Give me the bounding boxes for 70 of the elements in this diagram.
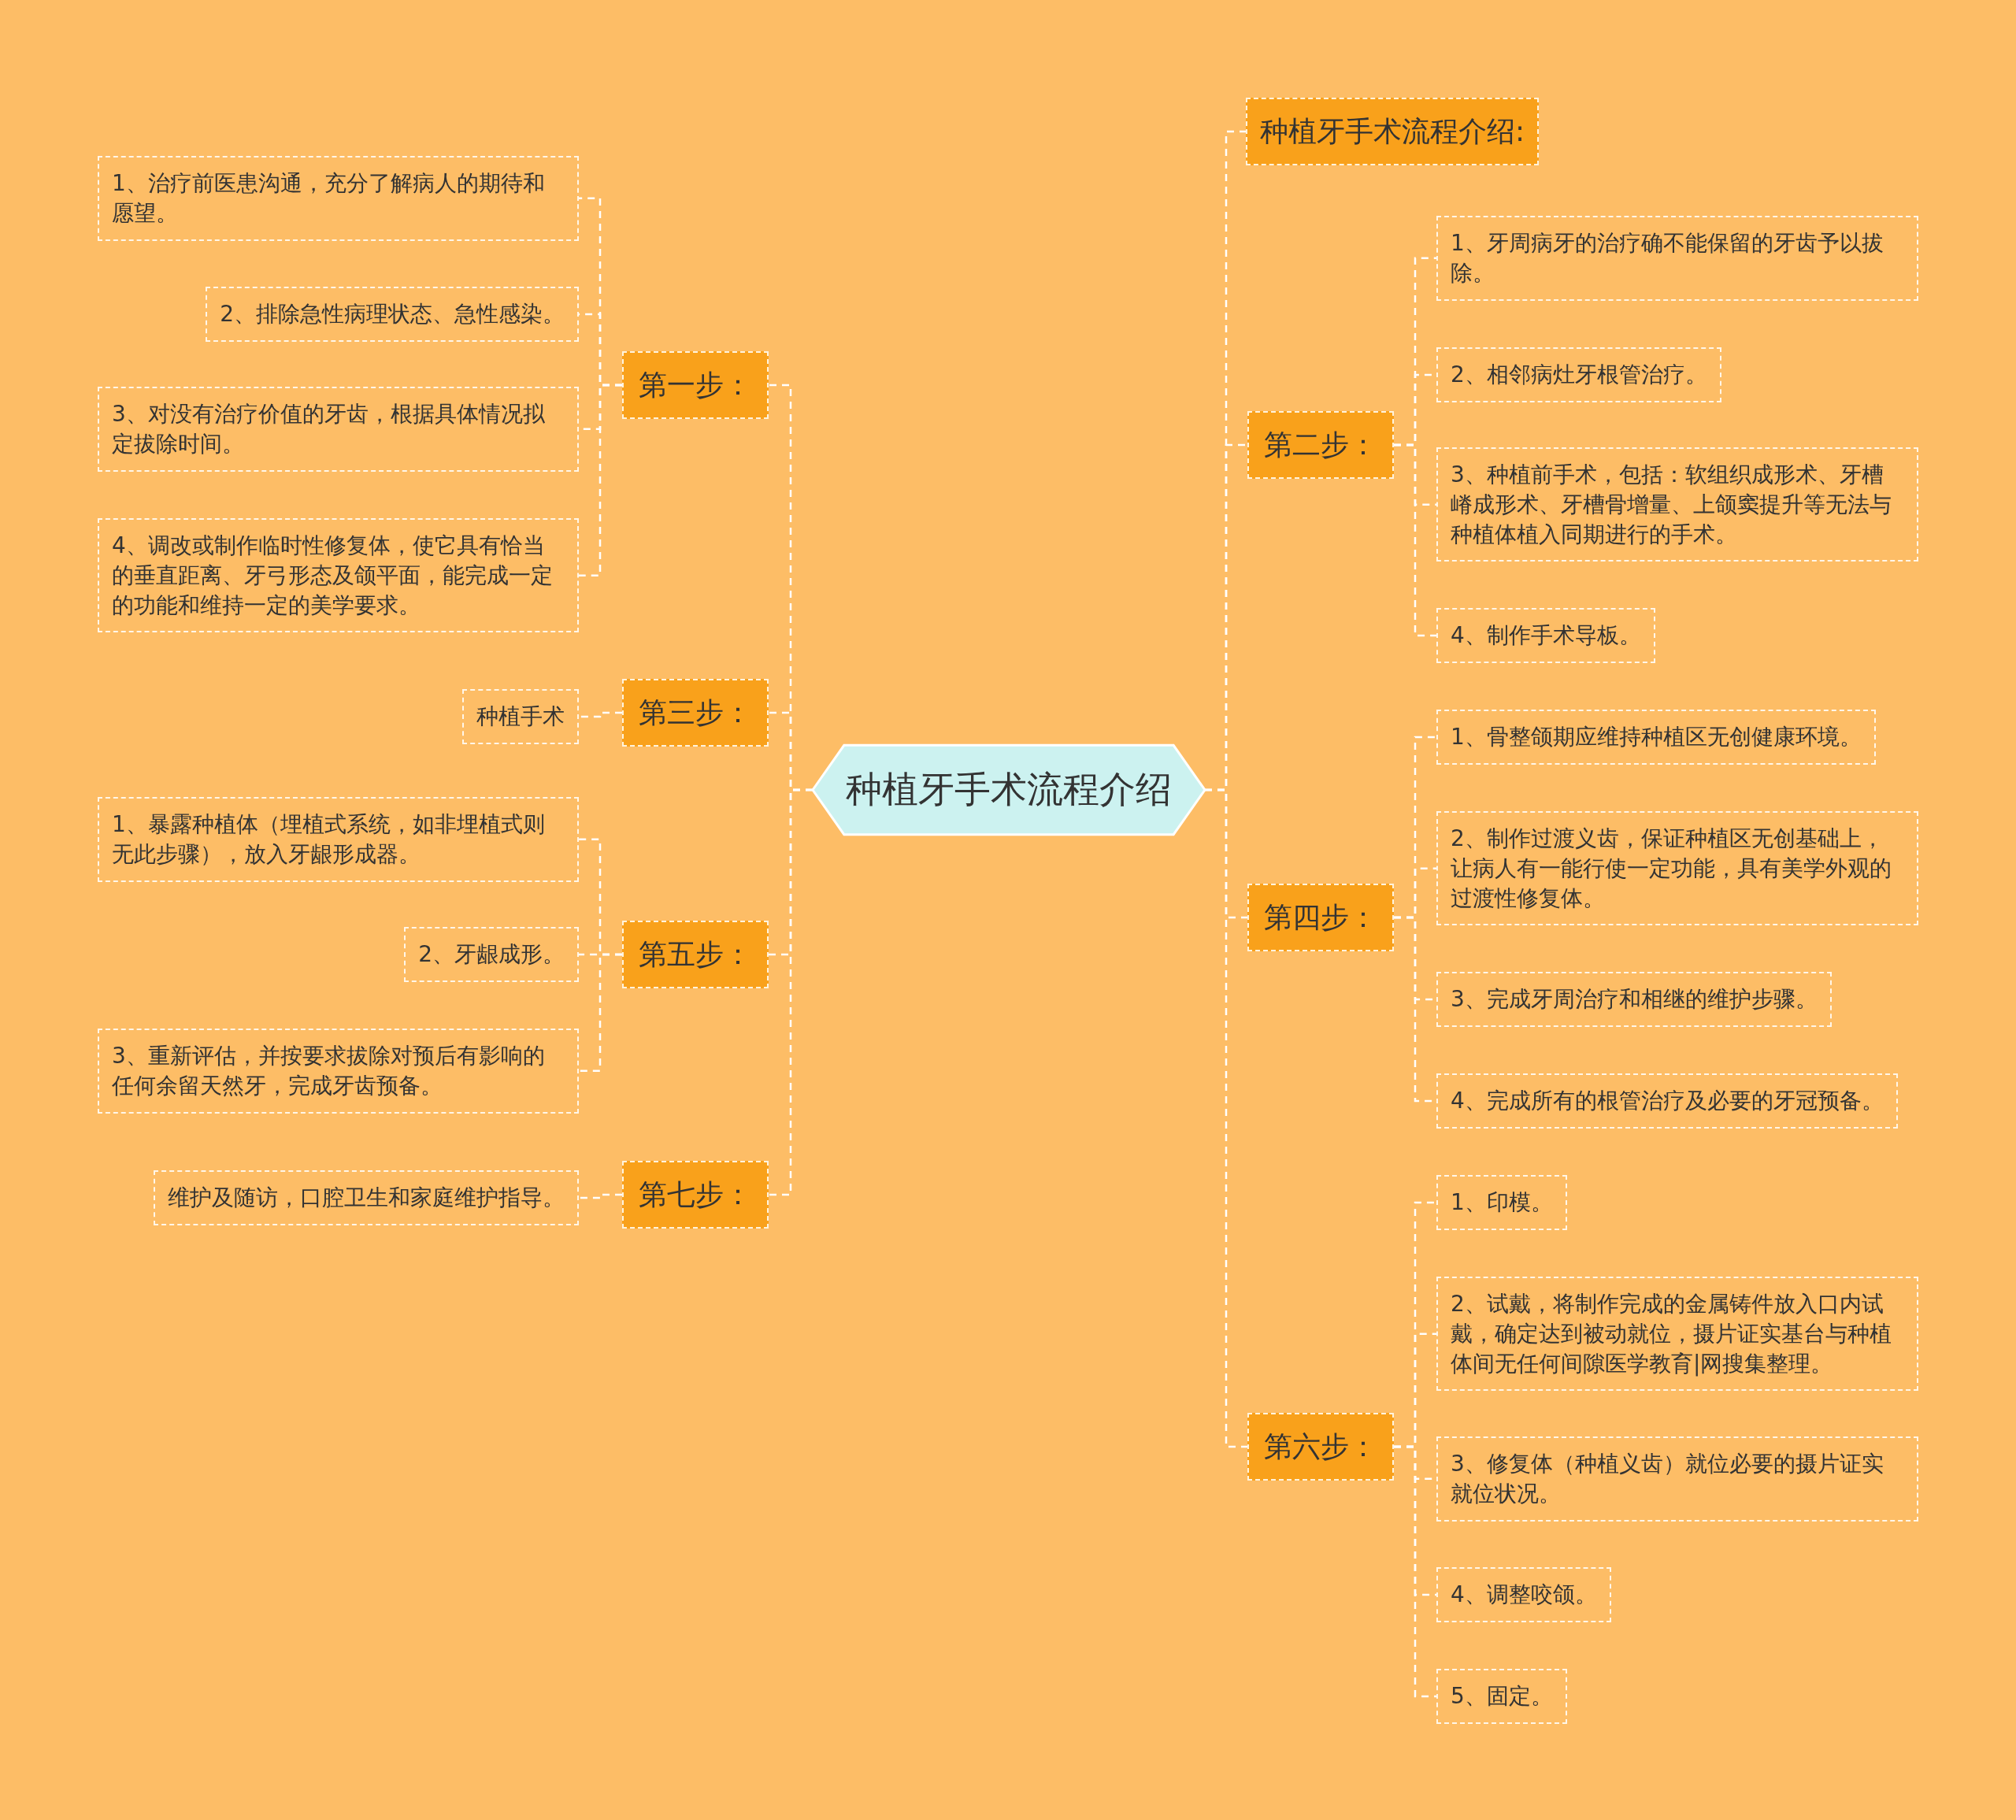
detail-text: 1、骨整颌期应维持种植区无创健康环境。 (1451, 723, 1862, 751)
detail-box (1436, 972, 1832, 1027)
detail-text: 1、牙周病牙的治疗确不能保留的牙齿予以拔除。 (1451, 229, 1884, 287)
detail-text: 1、治疗前医患沟通，充分了解病人的期待和愿望。 (112, 169, 546, 228)
detail-box (1436, 216, 1918, 301)
central-topic-hexagon (813, 743, 1205, 836)
detail-text: 4、调整咬颌。 (1451, 1581, 1597, 1609)
detail-text: 4、完成所有的根管治疗及必要的牙冠预备。 (1451, 1087, 1884, 1115)
step-box (1247, 411, 1394, 479)
step-text: 第四步： (1264, 899, 1377, 935)
step-text: 第二步： (1264, 427, 1377, 462)
detail-box (98, 156, 579, 241)
detail-box (1436, 1175, 1567, 1230)
detail-box (154, 1170, 579, 1225)
step-box (1247, 1413, 1394, 1481)
detail-box (1436, 1277, 1918, 1392)
detail-box (1436, 447, 1918, 562)
detail-box (98, 1029, 579, 1114)
step-text: 第三步： (639, 695, 752, 730)
step-text: 第一步： (639, 367, 752, 402)
detail-text: 3、完成牙周治疗和相继的维护步骤。 (1451, 985, 1818, 1014)
detail-box (98, 797, 579, 882)
detail-text: 2、试戴，将制作完成的金属铸件放入口内试戴，确定达到被动就位，摄片证实基台与种植体间无任何间隙医学教育|网搜集整理。 (1451, 1290, 1892, 1378)
connector-line (579, 384, 622, 576)
detail-text: 4、制作手术导板。 (1451, 621, 1641, 650)
detail-text: 3、重新评估，并按要求拔除对预后有影响的任何余留天然牙，完成牙齿预备。 (112, 1042, 546, 1100)
detail-box (1436, 710, 1876, 765)
step-box (622, 351, 769, 419)
detail-box (1436, 1436, 1918, 1522)
detail-box (1436, 811, 1918, 926)
detail-text: 1、印模。 (1451, 1188, 1553, 1217)
connector-line (579, 953, 622, 1073)
detail-box (98, 518, 579, 633)
detail-box (98, 387, 579, 472)
detail-text: 3、对没有治疗价值的牙齿，根据具体情况拟定拔除时间。 (112, 400, 546, 458)
step-text: 第七步： (639, 1177, 752, 1212)
connector-line (579, 1193, 622, 1199)
detail-box (1436, 1073, 1898, 1129)
connector-line (1394, 1445, 1436, 1698)
detail-box (206, 287, 579, 342)
connector-line (579, 711, 622, 718)
detail-text: 种植手术 (476, 702, 565, 731)
step-text: 第五步： (639, 936, 752, 972)
step-box (622, 1161, 769, 1229)
connector-line (1205, 788, 1247, 1448)
step-box (1246, 98, 1540, 165)
step-text: 种植牙手术流程介绍: (1260, 113, 1525, 149)
detail-text: 2、排除急性病理状态、急性感染。 (220, 300, 565, 328)
detail-text: 3、种植前手术，包括：软组织成形术、牙槽嵴成形术、牙槽骨增量、上颌窦提升等无法与种植体植入同期进行的手术。 (1451, 461, 1892, 549)
detail-text: 1、暴露种植体（埋植式系统，如非埋植式则无此步骤），放入牙龈形成器。 (112, 810, 546, 869)
connector-line (1394, 443, 1436, 637)
detail-text: 2、制作过渡义齿，保证种植区无创基础上，让病人有一能行使一定功能，具有美学外观的过渡性修复体。 (1451, 825, 1892, 913)
connector-line (769, 788, 813, 1196)
detail-text: 3、修复体（种植义齿）就位必要的摄片证实就位状况。 (1451, 1450, 1884, 1508)
detail-box (404, 927, 579, 982)
detail-box (462, 689, 579, 744)
detail-text: 5、固定。 (1451, 1682, 1553, 1711)
detail-box (1436, 347, 1721, 402)
step-box (622, 921, 769, 988)
detail-text: 2、牙龈成形。 (418, 940, 565, 969)
step-text: 第六步： (1264, 1429, 1377, 1464)
detail-box (1436, 1669, 1567, 1724)
step-box (622, 679, 769, 747)
detail-text: 4、调改或制作临时性修复体，使它具有恰当的垂直距离、牙弓形态及颌平面，能完成一定的功能和维持一定的美学要求。 (112, 532, 554, 620)
detail-text: 2、相邻病灶牙根管治疗。 (1451, 361, 1707, 389)
detail-text: 维护及随访，口腔卫生和家庭维护指导。 (168, 1184, 565, 1212)
central-topic-text: 种植牙手术流程介绍 (846, 767, 1172, 812)
detail-box (1436, 1567, 1611, 1622)
detail-box (1436, 608, 1655, 663)
step-box (1247, 884, 1394, 951)
